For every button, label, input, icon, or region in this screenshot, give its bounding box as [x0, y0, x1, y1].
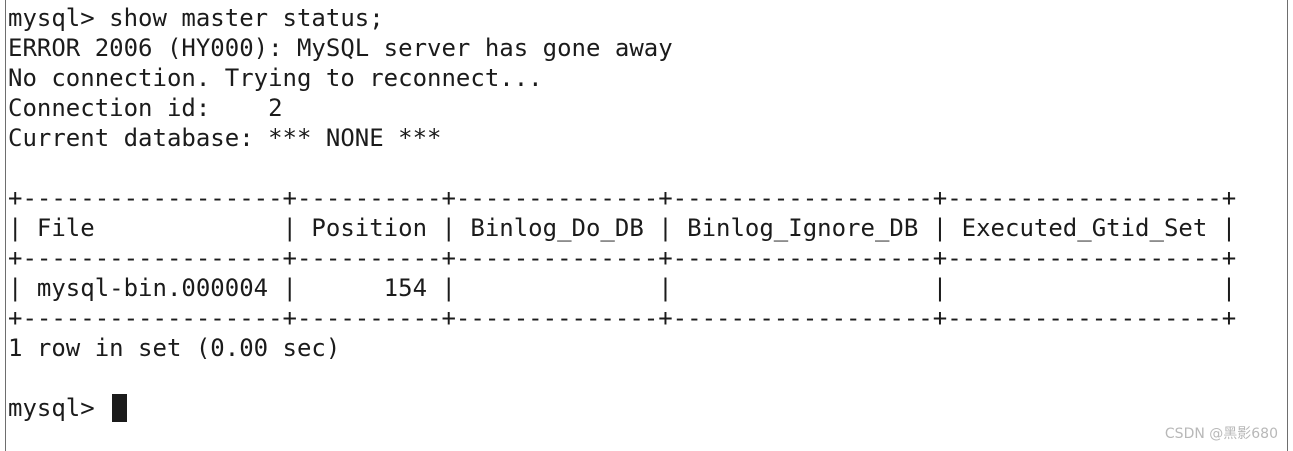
text-cursor — [112, 394, 127, 422]
terminal-window[interactable]: mysql> show master status; ERROR 2006 (H… — [5, 0, 1288, 451]
table-data-row: | mysql-bin.000004 | 154 | | | | — [8, 274, 1237, 302]
table-header-row: | File | Position | Binlog_Do_DB | Binlo… — [8, 214, 1237, 242]
table-border-top: +------------------+----------+---------… — [8, 184, 1237, 212]
result-summary: 1 row in set (0.00 sec) — [8, 334, 341, 362]
watermark: CSDN @黑影680 — [1164, 426, 1278, 442]
error-message: ERROR 2006 (HY000): MySQL server has gon… — [8, 34, 673, 62]
table-border-middle: +------------------+----------+---------… — [8, 244, 1237, 272]
command-line: mysql> show master status; — [8, 4, 384, 32]
connection-id-line: Connection id: 2 — [8, 94, 283, 122]
table-border-bottom: +------------------+----------+---------… — [8, 304, 1237, 332]
reconnect-message: No connection. Trying to reconnect... — [8, 64, 543, 92]
mysql-prompt[interactable]: mysql> — [8, 394, 110, 422]
current-database-line: Current database: *** NONE *** — [8, 124, 442, 152]
